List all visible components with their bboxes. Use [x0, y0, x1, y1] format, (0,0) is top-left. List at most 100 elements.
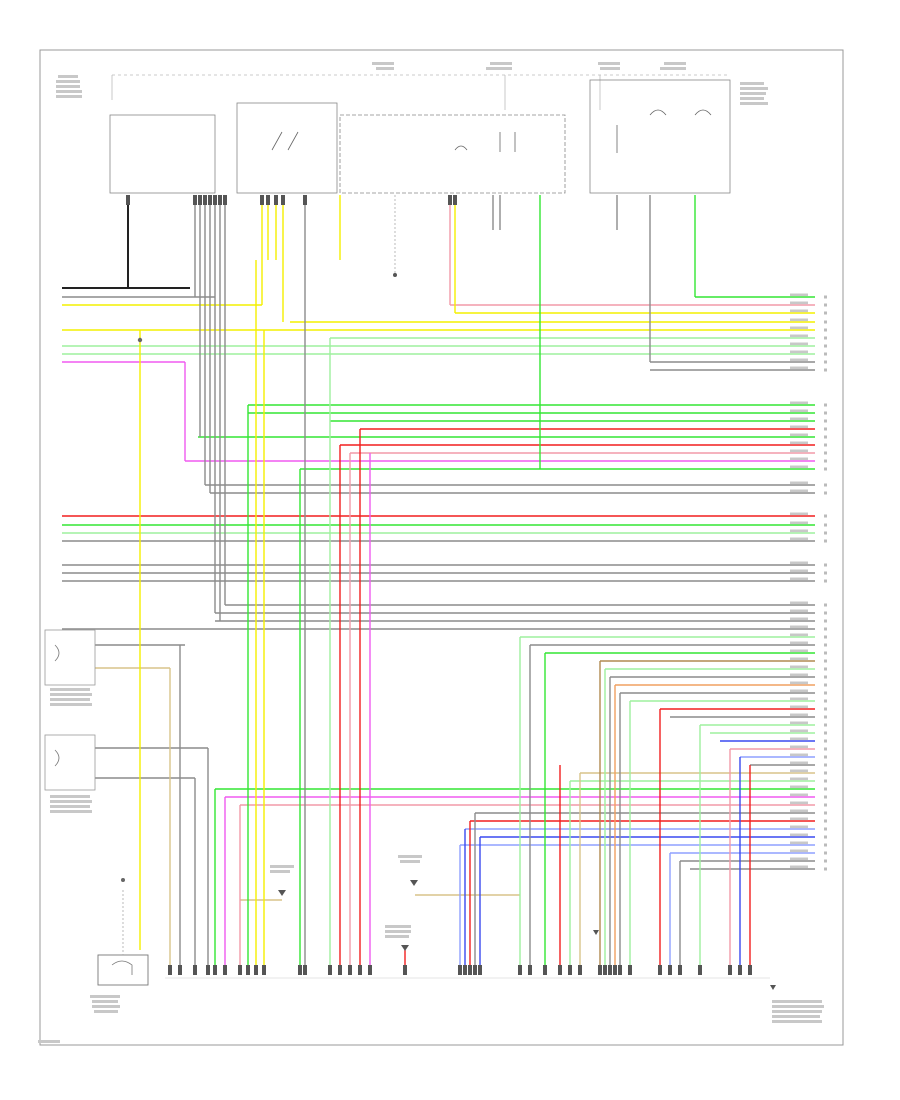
wire-pin-mark [824, 643, 827, 647]
wire-tag [790, 825, 808, 829]
ecm-pin [338, 965, 342, 975]
wire-pin-mark [824, 523, 827, 527]
wire-pin-mark [824, 707, 827, 711]
sensor-box-lower [44, 734, 96, 791]
wire-pin-mark [824, 491, 827, 495]
component-box-fuse-left [109, 114, 216, 194]
wire-pin-mark [824, 843, 827, 847]
wire-tag [790, 641, 808, 645]
wire-tag [790, 769, 808, 773]
ground-symbols [278, 880, 776, 990]
wire-color-tags [790, 293, 827, 871]
wire-tag [790, 309, 808, 313]
diagram-frame [39, 49, 844, 1046]
wire-tag [790, 326, 808, 330]
wire-pin-mark [824, 731, 827, 735]
wire-pin-mark [824, 651, 827, 655]
wire-tag [790, 433, 808, 437]
wire-tag [790, 401, 808, 405]
wire-tag [790, 569, 808, 573]
wire-pin-mark [824, 451, 827, 455]
wire-tag [790, 865, 808, 869]
wire-pin-mark [824, 360, 827, 364]
wire-pin-mark [824, 771, 827, 775]
wire-pin-mark [824, 539, 827, 543]
wire-pin-mark [824, 435, 827, 439]
ecm-pin [613, 965, 617, 975]
wire-tag [790, 737, 808, 741]
wire-pin-mark [824, 635, 827, 639]
wire-tag [790, 673, 808, 677]
wire-pin-mark [824, 467, 827, 471]
wire-tag [790, 409, 808, 413]
wire-pin-mark [824, 827, 827, 831]
ecm-pin [246, 965, 250, 975]
sensor-box-upper [44, 629, 96, 686]
wire-pin-mark [824, 344, 827, 348]
wire-pin-mark [824, 627, 827, 631]
wire-pin-mark [824, 603, 827, 607]
wire-tag [790, 489, 808, 493]
wire-pin-mark [824, 803, 827, 807]
wire-pin-mark [824, 311, 827, 315]
wire-tag [790, 350, 808, 354]
ecm-pin [748, 965, 752, 975]
fuse-symbol-icon [454, 132, 516, 152]
ecm-pin [368, 965, 372, 975]
wire-tag [790, 293, 808, 297]
wire-pin-mark [824, 715, 827, 719]
wire-tag [790, 721, 808, 725]
wire-tag [790, 713, 808, 717]
wire-pin-mark [824, 835, 827, 839]
ecm-pin [518, 965, 522, 975]
inline-splice [393, 195, 397, 277]
wire-tag [790, 465, 808, 469]
ecm-pin [608, 965, 612, 975]
wire-pin-mark [824, 320, 827, 324]
wire-tag [790, 657, 808, 661]
wire-tag [790, 334, 808, 338]
wire-pin-mark [824, 403, 827, 407]
ecm-pin [543, 965, 547, 975]
left-sensors [44, 629, 96, 791]
wire-tag [790, 561, 808, 565]
wire-tag [790, 521, 808, 525]
wire-pin-mark [824, 411, 827, 415]
wire-pin-mark [824, 867, 827, 871]
wire-tag [790, 681, 808, 685]
wire-tag [790, 761, 808, 765]
wire-tag [790, 849, 808, 853]
wire-tag [790, 745, 808, 749]
wire-pin-mark [824, 571, 827, 575]
wire-tag [790, 705, 808, 709]
top-connector-pins [126, 195, 457, 205]
wire-pin-mark [824, 747, 827, 751]
wire-pin-mark [824, 483, 827, 487]
wire-pin-mark [824, 419, 827, 423]
wire-pin-mark [824, 352, 827, 356]
wire-pin-mark [824, 763, 827, 767]
relay-switch-icon [271, 131, 299, 151]
wire-pin-mark [824, 683, 827, 687]
wire-tag [790, 817, 808, 821]
wire-pin-mark [824, 579, 827, 583]
ecm-pin [254, 965, 258, 975]
ecm-pin [262, 965, 266, 975]
wire-pin-mark [824, 795, 827, 799]
wire-pin-mark [824, 675, 827, 679]
component-box-fuse-center [339, 114, 566, 194]
component-box-relay [236, 102, 338, 194]
ecm-pin [458, 965, 462, 975]
ecm-pin [598, 965, 602, 975]
wire-pin-mark [824, 811, 827, 815]
wire-tag [790, 601, 808, 605]
wire-pin-mark [824, 667, 827, 671]
ecm-pin [558, 965, 562, 975]
wire-pin-mark [824, 303, 827, 307]
wire-pin-mark [824, 699, 827, 703]
wire-tag [790, 512, 808, 516]
horizontal-wires [62, 287, 815, 901]
wire-tag [790, 457, 808, 461]
wire-pin-mark [824, 619, 827, 623]
